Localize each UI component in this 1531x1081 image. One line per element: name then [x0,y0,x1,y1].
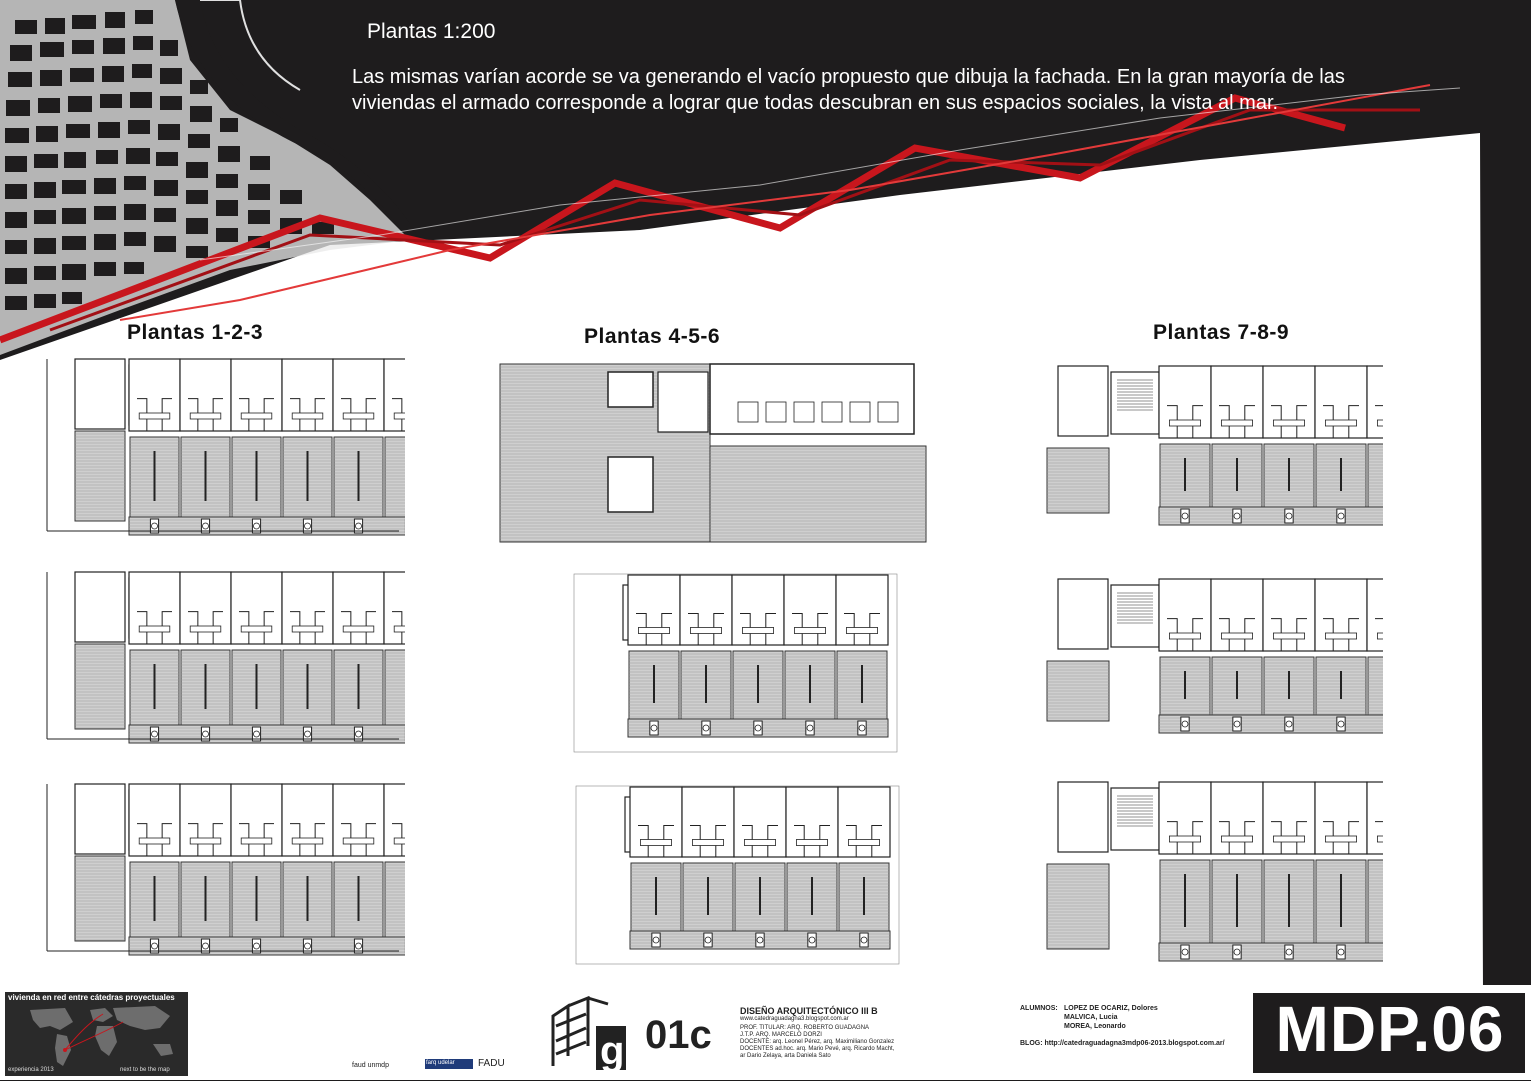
farq-logo: farq udelar [426,1060,455,1066]
floor-plan-1 [46,358,405,536]
floor-plan-8 [1046,578,1383,734]
floor-plan-2 [46,571,405,744]
map-title: vivienda en red entre cátedras proyectua… [8,993,175,1002]
floor-plan-3 [46,783,405,956]
map-caption-left: experiencia 2013 [8,1067,54,1073]
svg-text:g: g [600,1029,624,1073]
staff-line: ar Dario Zelaya, arta Daniela Sato [740,1053,831,1059]
section-title-plantas-4-5-6: Plantas 4-5-6 [584,325,721,348]
floor-plan-6 [575,785,900,965]
course-name: DISEÑO ARQUITECTÓNICO III B [740,1006,878,1016]
project-code: MDP.06 [1275,993,1505,1065]
staff-line: DOCENTE: arq. Leonel Pérez, arq. Maximil… [740,1039,895,1045]
section-title-plantas-1-2-3: Plantas 1-2-3 [127,321,264,344]
staff-line: J.T.P. ARQ. MARCELO DORZI [740,1032,822,1038]
section-title-plantas-7-8-9: Plantas 7-8-9 [1153,321,1290,344]
course-blog: www.catedraguadagna3.blogspot.com.ar [740,1016,849,1022]
course-code: 01c [645,1013,712,1057]
blog-link[interactable]: BLOG: http://catedraguadagna3mdp06-2013.… [1020,1040,1225,1047]
farq-logo-mark [425,1059,473,1069]
fadu-logo: FADU [478,1058,505,1069]
map-caption-right: next to be the map [120,1067,170,1073]
faud-logo: faud unmdp [352,1062,389,1069]
floor-plan-7 [1046,365,1383,526]
world-map-panel [5,992,188,1076]
staff-line: PROF. TITULAR: ARQ. ROBERTO GUADAGNA [740,1025,870,1031]
floor-plan-4 [499,363,927,543]
staff-line: DOCENTES ad.hoc. arq. Mario Pevé, arq. R… [740,1046,895,1052]
floor-plan-5 [573,573,898,753]
student-name: MOREA, Leonardo [1064,1023,1126,1030]
student-name: MALVICA, Lucia [1064,1014,1118,1021]
catedra-g-logo: g [551,996,626,1073]
students-label: ALUMNOS: [1020,1005,1058,1012]
student-name: LOPEZ DE OCARIZ, Dolores [1064,1005,1158,1012]
floor-plan-9 [1046,781,1383,962]
page-description: Las mismas varían acorde se va generando… [352,66,1345,114]
project-code-box [1253,993,1525,1073]
red-zigzag-lines [0,84,1461,344]
world-map-icon [30,1006,173,1066]
page-subtitle: Plantas 1:200 [367,20,496,43]
